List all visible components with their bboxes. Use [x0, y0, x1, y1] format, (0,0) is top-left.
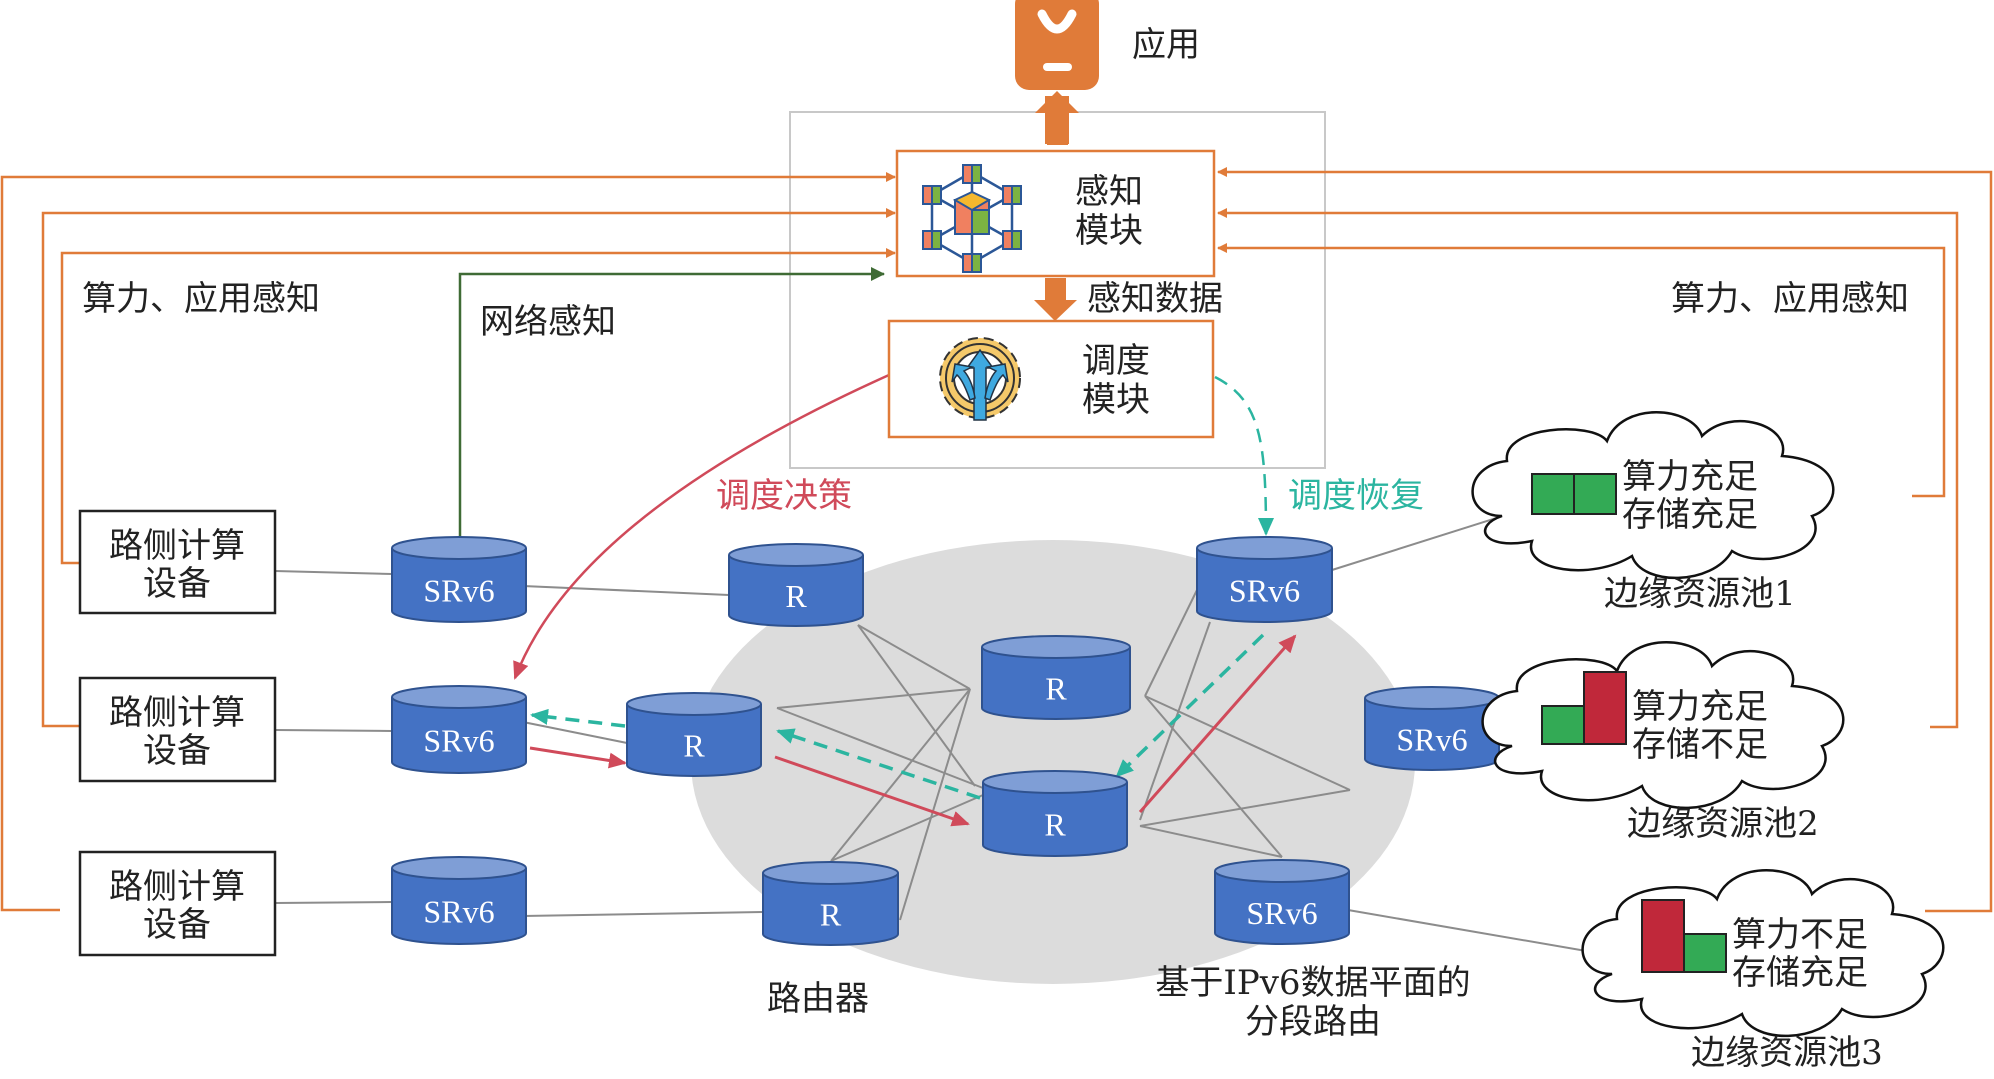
node-r-left[interactable]: R — [626, 692, 762, 777]
node-label: R — [820, 897, 842, 933]
recovery-path-arrow-1 — [1115, 633, 1265, 778]
node-label: SRv6 — [1246, 895, 1317, 931]
perception-line-pool-2 — [1217, 208, 1959, 729]
schedule-module-line1: 调度 — [1082, 341, 1150, 381]
node-label: SRv6 — [423, 573, 494, 609]
node-label: R — [1045, 671, 1067, 707]
compute-status-bar — [1531, 473, 1575, 515]
device-3-line1: 路侧计算 — [109, 867, 245, 907]
schedule-recovery-arrow — [1214, 375, 1274, 536]
right-perception-lines — [1217, 167, 1993, 913]
roadside-device-2[interactable]: 路侧计算 设备 — [78, 676, 277, 783]
perception-line-device-2 — [41, 208, 896, 728]
pool-compute-status: 算力充足 — [1632, 687, 1768, 727]
network-awareness-line — [458, 267, 885, 537]
roadside-device-1[interactable]: 路侧计算 设备 — [78, 509, 277, 615]
pool-name: 边缘资源池3 — [1691, 1033, 1883, 1073]
pool-compute-status: 算力不足 — [1732, 915, 1868, 955]
path-arrow-3 — [1138, 634, 1297, 813]
node-label: SRv6 — [1396, 722, 1467, 758]
device-2-line1: 路侧计算 — [109, 693, 245, 733]
pool-storage-status: 存储充足 — [1732, 953, 1868, 993]
router-label: 路由器 — [767, 979, 869, 1019]
node-label: SRv6 — [1229, 573, 1300, 609]
perception-module-line2: 模块 — [1075, 211, 1143, 251]
app-output-arrow-shaft — [1047, 110, 1068, 145]
node-srv6-right-mid[interactable]: SRv6 — [1364, 686, 1500, 771]
device-1-line1: 路侧计算 — [109, 526, 245, 566]
schedule-recovery-label: 调度恢复 — [1288, 476, 1424, 516]
compute-status-bar — [1641, 899, 1685, 973]
network-cubes-icon — [922, 164, 1022, 273]
perception-line-pool-3 — [1217, 167, 1993, 913]
cloud-icon — [1481, 641, 1845, 810]
perception-line-device-1 — [60, 248, 896, 565]
shopping-bag-icon — [1015, 0, 1099, 90]
pool-compute-status: 算力充足 — [1622, 457, 1758, 497]
compute-status-bar — [1541, 705, 1585, 745]
storage-status-bar — [1683, 933, 1727, 973]
srv6-caption-line2: 分段路由 — [1245, 1002, 1381, 1042]
node-r-mid-top[interactable]: R — [981, 635, 1131, 720]
node-srv6-left-1[interactable]: SRv6 — [391, 536, 527, 623]
perception-module-line1: 感知 — [1075, 172, 1143, 212]
node-label: R — [1044, 807, 1066, 843]
path-arrow-1 — [529, 746, 627, 769]
roadside-device-3[interactable]: 路侧计算 设备 — [78, 850, 277, 957]
node-srv6-left-2[interactable]: SRv6 — [391, 685, 527, 774]
node-label: SRv6 — [423, 723, 494, 759]
pool-storage-status: 存储充足 — [1622, 495, 1758, 535]
path-arrow-2 — [774, 755, 970, 827]
schedule-module-line2: 模块 — [1082, 380, 1150, 420]
device-3-line2: 设备 — [143, 905, 211, 945]
storage-status-bar — [1583, 671, 1627, 745]
perception-line-pool-1 — [1217, 243, 1946, 498]
perception-data-label: 感知数据 — [1087, 279, 1223, 319]
pool-name: 边缘资源池2 — [1627, 804, 1819, 844]
schedule-decision-arrow — [513, 373, 890, 680]
gear-arrows-icon — [939, 337, 1021, 421]
recovery-path-arrow-3 — [530, 708, 626, 728]
node-label: SRv6 — [423, 894, 494, 930]
node-r-top[interactable]: R — [728, 543, 864, 627]
edge-resource-pools: 算力充足存储充足边缘资源池1算力充足存储不足边缘资源池2算力不足存储充足边缘资源… — [1471, 411, 1945, 1073]
right-compute-app-label: 算力、应用感知 — [1671, 279, 1909, 319]
srv6-caption-line1: 基于IPv6数据平面的 — [1155, 963, 1470, 1003]
pool-name: 边缘资源池1 — [1604, 574, 1796, 614]
schedule-decision-label: 调度决策 — [716, 476, 852, 516]
device-2-line2: 设备 — [143, 731, 211, 771]
perception-data-arrow-shaft — [1045, 278, 1066, 303]
device-1-line2: 设备 — [143, 564, 211, 604]
app-label: 应用 — [1132, 25, 1200, 65]
node-srv6-left-3[interactable]: SRv6 — [391, 856, 527, 945]
app-output-arrowhead — [1035, 91, 1079, 113]
node-label: R — [683, 728, 705, 764]
node-srv6-right-bottom[interactable]: SRv6 — [1214, 859, 1350, 945]
node-srv6-right-top[interactable]: SRv6 — [1196, 536, 1333, 623]
left-perception-lines — [0, 172, 896, 912]
node-r-bottom[interactable]: R — [762, 861, 899, 946]
cloud-icon — [1471, 411, 1835, 580]
node-label: R — [785, 578, 807, 614]
pool-storage-status: 存储不足 — [1632, 725, 1768, 765]
perception-module[interactable] — [895, 149, 1216, 278]
left-compute-app-label: 算力、应用感知 — [82, 279, 320, 319]
storage-status-bar — [1573, 473, 1617, 515]
recovery-path-arrow-2 — [776, 728, 981, 800]
node-r-center[interactable]: R — [982, 770, 1128, 857]
perception-line-device-3 — [0, 172, 896, 912]
schedule-module[interactable] — [887, 319, 1215, 439]
network-awareness-label: 网络感知 — [480, 302, 616, 342]
perception-data-arrowhead — [1034, 300, 1077, 321]
